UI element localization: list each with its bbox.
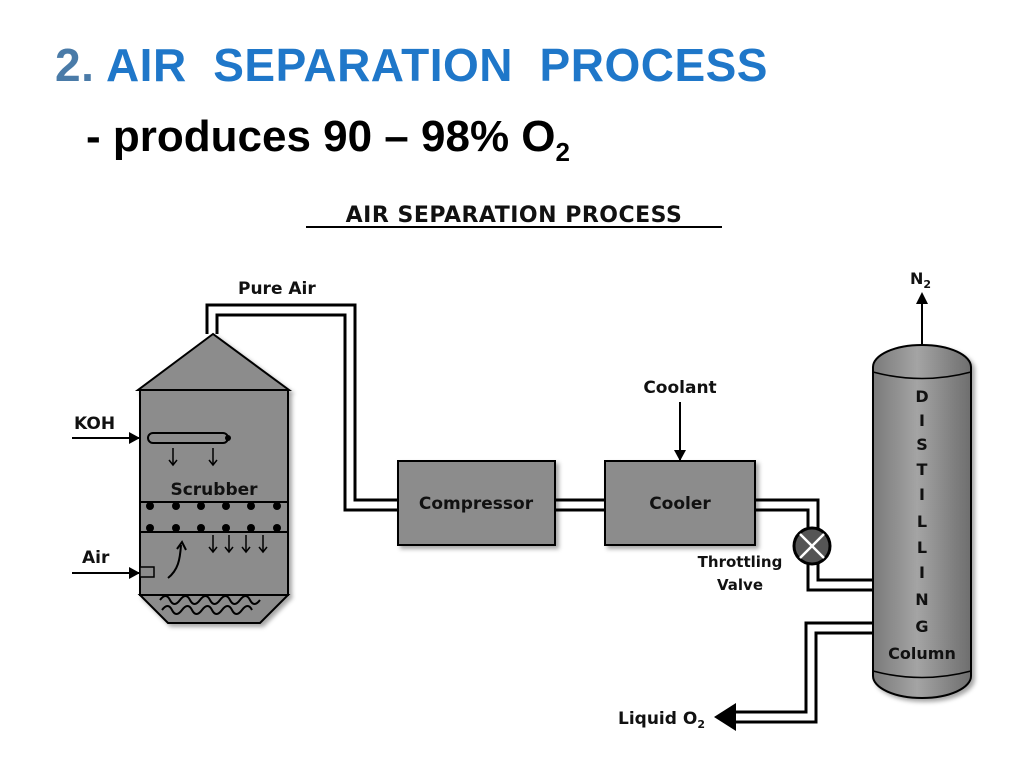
liquid-o2-arrowhead xyxy=(714,703,736,731)
cooler-column-pipe xyxy=(755,498,873,592)
scrubber-label: Scrubber xyxy=(170,480,258,500)
liquid-o2-label: Liquid O2 xyxy=(618,709,705,731)
column-letter: D xyxy=(915,387,928,406)
column-letter: I xyxy=(919,485,925,504)
column-letter: T xyxy=(917,460,928,479)
column-letter: I xyxy=(919,411,925,430)
scrubber-tower xyxy=(134,332,293,624)
column-bottom-cap-line xyxy=(872,670,972,679)
koh-spray-pipe xyxy=(147,432,229,444)
liquid-o2-pipe xyxy=(733,621,873,724)
liquid-o2-label-base: Liquid O xyxy=(618,709,697,729)
air-label: Air xyxy=(82,548,110,568)
compressor-box xyxy=(397,460,556,546)
column-letter: G xyxy=(915,617,928,636)
column-letter: L xyxy=(917,538,927,557)
n2-label: N2 xyxy=(910,269,931,291)
column-letter: N xyxy=(915,590,928,609)
coolant-label: Coolant xyxy=(643,378,716,398)
throttling-label-line2: Valve xyxy=(717,576,763,594)
slide-title-text: AIR SEPARATION PROCESS xyxy=(94,39,768,91)
koh-label: KOH xyxy=(74,414,115,434)
packing-material xyxy=(159,595,261,615)
subtitle-text: - produces 90 – 98% O xyxy=(86,112,556,161)
spray-arrows xyxy=(168,448,268,554)
slide-title: 2. AIR SEPARATION PROCESS xyxy=(55,38,768,92)
throttling-label-line1: Throttling xyxy=(698,553,783,571)
compressor-cooler-pipe xyxy=(555,498,605,512)
air-inlet-nozzle xyxy=(139,566,155,578)
n2-label-base: N xyxy=(910,269,923,288)
column-letters: D I S T I L L I N G xyxy=(915,387,928,636)
diagram-heading: AIR SEPARATION PROCESS xyxy=(346,203,683,228)
rising-air-arrow xyxy=(167,544,182,579)
pure-air-label: Pure Air xyxy=(238,279,316,299)
slide-title-number: 2. xyxy=(55,39,95,91)
column-word-label: Column xyxy=(888,644,956,663)
column-letter: S xyxy=(916,435,928,454)
column-letter: L xyxy=(917,512,927,531)
koh-spray-pipe-end xyxy=(225,435,231,441)
throttling-valve xyxy=(792,526,832,566)
pure-air-pipe xyxy=(205,303,398,512)
rising-air-arrowhead xyxy=(176,540,187,551)
koh-arrowhead xyxy=(129,432,140,444)
compressor-label: Compressor xyxy=(419,494,534,514)
scrubber-packing-dots xyxy=(146,502,281,532)
liquid-o2-label-sub: 2 xyxy=(697,718,705,731)
cooler-box xyxy=(604,460,756,546)
n2-arrowhead xyxy=(916,292,928,304)
air-arrowhead xyxy=(129,567,140,579)
column-letter: I xyxy=(919,563,925,582)
slide-subtitle: - produces 90 – 98% O2 xyxy=(86,112,570,168)
cooler-label: Cooler xyxy=(649,494,711,514)
n2-label-sub: 2 xyxy=(923,278,931,291)
coolant-arrowhead xyxy=(674,450,686,461)
column-top-cap-line xyxy=(872,371,972,380)
subtitle-subscript: 2 xyxy=(555,137,570,167)
